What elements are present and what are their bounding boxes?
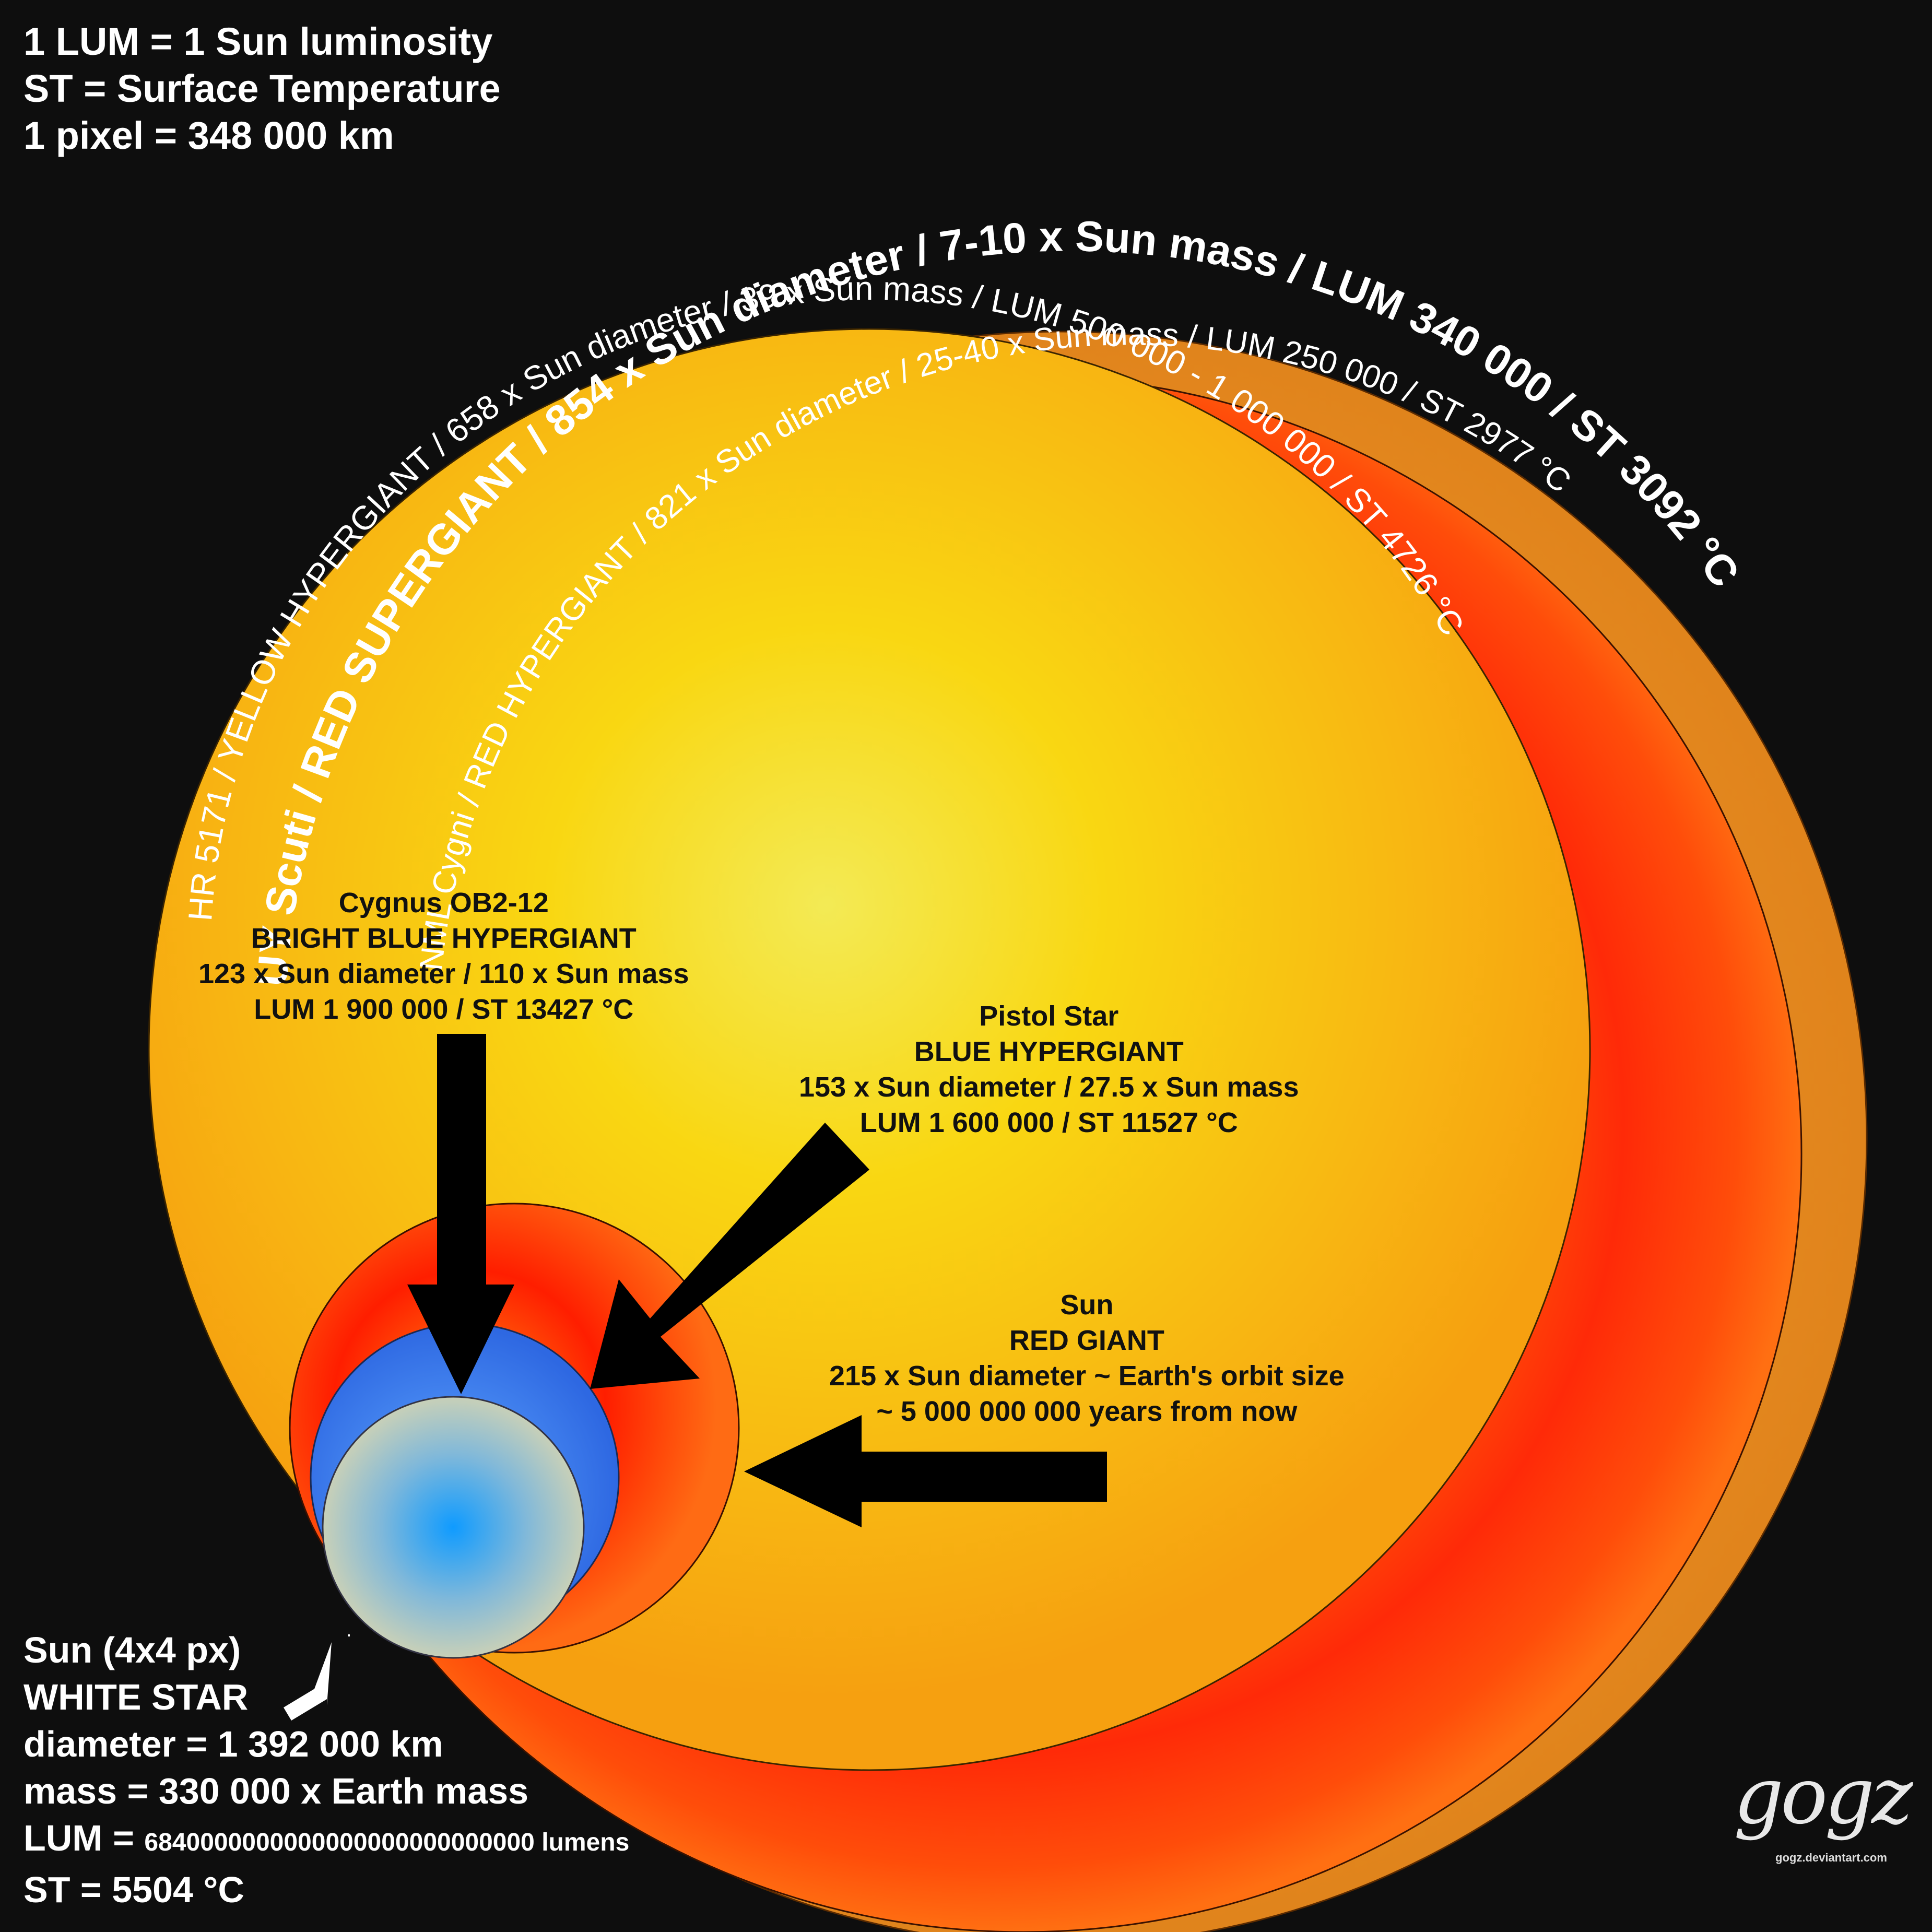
- pistol-name: Pistol Star: [979, 1000, 1119, 1032]
- cygnus-size-mass: 123 x Sun diameter / 110 x Sun mass: [198, 958, 689, 989]
- sun-mass: mass = 330 000 x Earth mass: [23, 1771, 529, 1811]
- pistol-lum-st: LUM 1 600 000 / ST 11527 °C: [859, 1107, 1238, 1138]
- sun-diameter: diameter = 1 392 000 km: [23, 1724, 443, 1764]
- cygnus-name: Cygnus OB2-12: [338, 887, 549, 918]
- sun-title: Sun (4x4 px): [23, 1630, 241, 1670]
- cygnus-type: BRIGHT BLUE HYPERGIANT: [251, 923, 637, 954]
- sun-red-giant-label: Sun RED GIANT 215 x Sun diameter ~ Earth…: [829, 1287, 1345, 1429]
- legend-st: ST = Surface Temperature: [23, 67, 501, 110]
- cygnus-label: Cygnus OB2-12 BRIGHT BLUE HYPERGIANT 123…: [198, 885, 689, 1027]
- sun-lum-prefix: LUM =: [23, 1818, 145, 1858]
- signature: gogz: [1734, 1751, 1913, 1842]
- red-giant-name: Sun: [1060, 1289, 1114, 1321]
- red-giant-size: 215 x Sun diameter ~ Earth's orbit size: [829, 1360, 1345, 1392]
- legend: 1 LUM = 1 Sun luminosity ST = Surface Te…: [23, 18, 501, 159]
- pistol-type: BLUE HYPERGIANT: [914, 1036, 1184, 1067]
- cygnus-lum-st: LUM 1 900 000 / ST 13427 °C: [254, 994, 634, 1025]
- sun-dot: [348, 1634, 350, 1636]
- sun-type: WHITE STAR: [23, 1677, 249, 1717]
- pistol-star-label: Pistol Star BLUE HYPERGIANT 153 x Sun di…: [799, 998, 1299, 1140]
- legend-scale: 1 pixel = 348 000 km: [23, 114, 394, 157]
- red-giant-type: RED GIANT: [1009, 1325, 1164, 1356]
- red-giant-time: ~ 5 000 000 000 years from now: [876, 1396, 1298, 1427]
- sun-lum: LUM = 6840000000000000000000000000 lumen…: [23, 1815, 629, 1866]
- arrow-to-sun: [284, 1642, 332, 1721]
- legend-lum: 1 LUM = 1 Sun luminosity: [23, 20, 493, 63]
- sun-lum-value: 6840000000000000000000000000 lumens: [144, 1829, 630, 1856]
- arrow-to-sun-red-giant: [744, 1415, 1107, 1527]
- signature-url: gogz.deviantart.com: [1775, 1851, 1887, 1864]
- pistol-size-mass: 153 x Sun diameter / 27.5 x Sun mass: [799, 1071, 1299, 1103]
- arrow-to-pistol-star: [590, 1123, 869, 1389]
- sun-info: Sun (4x4 px) WHITE STAR diameter = 1 392…: [23, 1627, 629, 1913]
- sun-st: ST = 5504 °C: [23, 1869, 244, 1910]
- cygnus-ob2-12-disc: [322, 1396, 585, 1659]
- arrow-to-cygnus: [407, 1034, 514, 1394]
